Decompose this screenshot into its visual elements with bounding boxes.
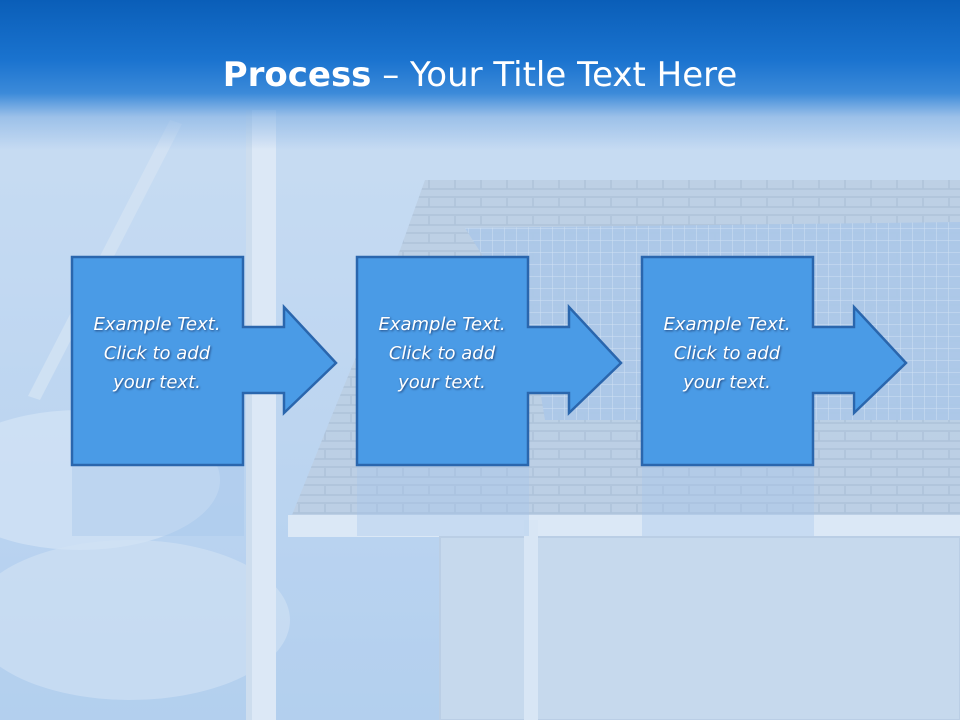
process-step-3-shape[interactable] — [636, 252, 916, 472]
title-rest-text: – Your Title Text Here — [371, 55, 738, 95]
process-step-2-text[interactable]: Example Text. Click to add your text. — [378, 314, 506, 393]
process-step-2-shape[interactable] — [351, 252, 631, 472]
process-step-1-text[interactable]: Example Text. Click to add your text. — [93, 314, 221, 393]
title-bar — [0, 0, 960, 150]
title-bold-text: Process — [222, 55, 372, 95]
process-step-1-shape[interactable] — [66, 252, 346, 472]
process-step-3-text[interactable]: Example Text. Click to add your text. — [663, 314, 791, 393]
slide-title[interactable]: Process – Your Title Text Here — [0, 52, 960, 98]
